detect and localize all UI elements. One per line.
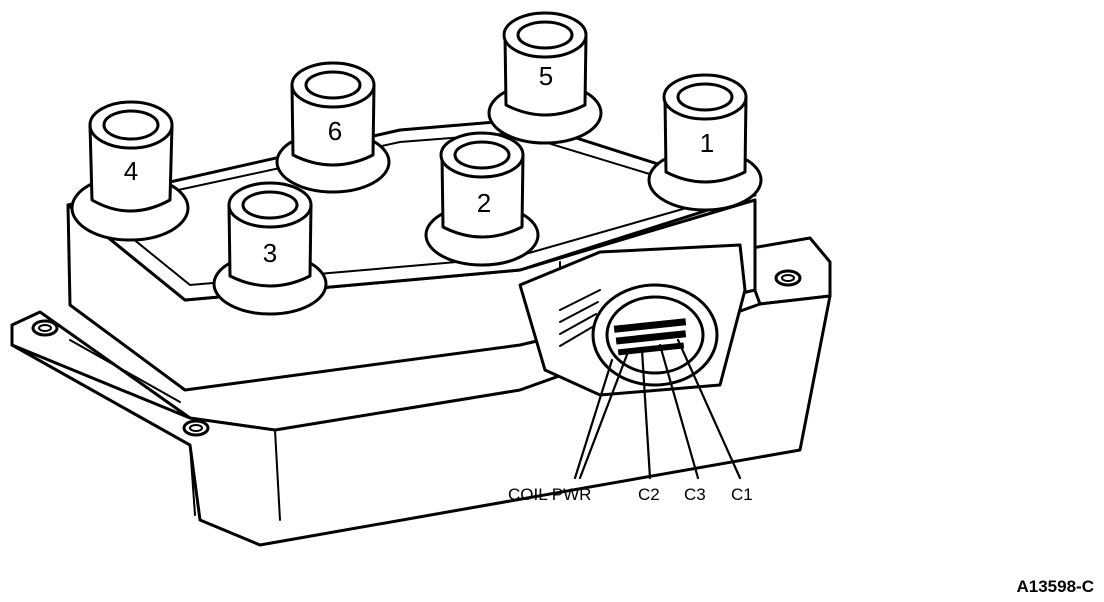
tower-2-label: 2: [477, 188, 491, 218]
figure-id: A13598-C: [1017, 577, 1095, 596]
label-c2: C2: [638, 485, 660, 504]
tower-1: 1: [647, 73, 763, 212]
label-c1: C1: [731, 485, 753, 504]
tower-1-label: 1: [700, 128, 714, 158]
tower-4-label: 4: [124, 156, 138, 186]
tower-3-label: 3: [263, 238, 277, 268]
label-c3: C3: [684, 485, 706, 504]
tower-3: 3: [212, 181, 328, 316]
tower-4: 4: [70, 100, 190, 242]
tower-6-label: 6: [328, 116, 342, 146]
tower-5: 5: [487, 11, 603, 145]
tower-6: 6: [275, 61, 391, 194]
tower-5-label: 5: [539, 61, 553, 91]
pin-leaders: [573, 338, 742, 480]
tower-2: 2: [424, 131, 540, 267]
label-coil-pwr: COIL PWR: [508, 485, 591, 504]
connector-pins: [613, 318, 687, 356]
